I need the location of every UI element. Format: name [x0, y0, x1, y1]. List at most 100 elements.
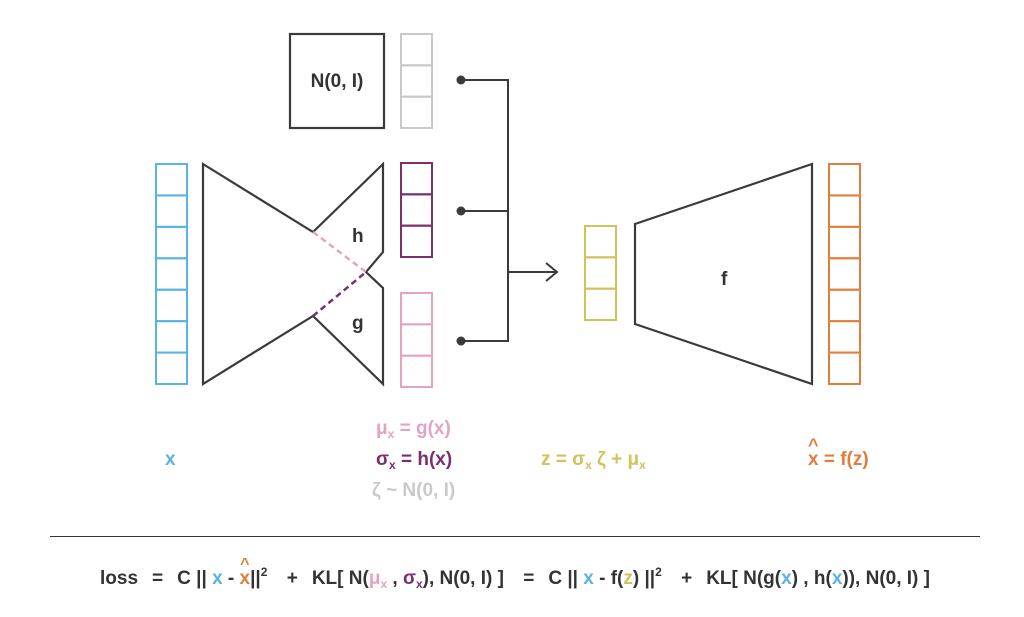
xhat-vector-cell: [828, 288, 861, 323]
output-vector-xhat: [828, 163, 861, 386]
xhat-rhs: = f(z): [818, 449, 869, 470]
x-vector-cell: [155, 163, 188, 197]
label-x: x: [165, 450, 176, 469]
loss-word: loss: [100, 568, 139, 589]
loss-comma-1: ,: [387, 568, 403, 589]
sigma-symbol: σ: [376, 449, 389, 470]
loss-x-2: x: [583, 568, 594, 589]
encoder-branch-line-upper: [312, 231, 367, 273]
sigma-vector-cell: [400, 162, 433, 196]
latent-vector-z: [584, 225, 617, 321]
loss-minus-1: -: [222, 568, 240, 589]
mu-subscript: x: [387, 427, 395, 441]
xhat-vector-cell: [828, 225, 861, 260]
x-vector-cell: [155, 225, 188, 260]
xhat-hat: ^: [808, 435, 819, 455]
loss-x-3: x: [781, 568, 792, 589]
sigma-rhs: = h(x): [395, 449, 453, 470]
loss-sigma: σ: [402, 568, 416, 589]
encoder-branch-line-lower: [312, 271, 367, 317]
x-vector-cell: [155, 194, 188, 228]
decoder-shape: [633, 162, 814, 386]
xhat-vector-cell: [828, 194, 861, 228]
xhat-vector-cell: [828, 257, 861, 291]
loss-norm-close-1: ||: [250, 568, 261, 589]
label-z-equation: z = σx ζ + μx: [541, 450, 646, 471]
mu-rhs: = g(x): [394, 418, 451, 439]
z-mid: ζ + μ: [591, 449, 640, 470]
xhat-vector-cell: [828, 351, 861, 386]
loss-plus-2: +: [681, 568, 693, 589]
loss-plus-1: +: [286, 568, 298, 589]
loss-kl-close-1: ), N(0, I) ]: [422, 568, 504, 589]
z-lhs: z = σ: [541, 449, 586, 470]
loss-xhat-var: x: [239, 568, 251, 589]
loss-xhat: ^x: [239, 557, 251, 589]
loss-eq-1: =: [152, 568, 164, 589]
arrow-head: [545, 262, 559, 282]
mu-vector-cell: [400, 354, 433, 388]
input-vector-x: [155, 163, 188, 386]
label-xhat-equation: ^x = f(z): [808, 436, 869, 470]
loss-formula: loss=C || x - ^x||2 +KL[ N(μx , σx), N(0…: [50, 557, 980, 591]
loss-mu-sub: x: [380, 577, 388, 591]
loss-z: z: [623, 568, 633, 589]
x-vector-cell: [155, 257, 188, 291]
h-network-label: h: [352, 226, 364, 247]
xhat-vector-cell: [828, 163, 861, 197]
noise-box-label: N(0, I): [311, 71, 364, 92]
zeta-vector-cell: [400, 64, 433, 98]
loss-sigma-sub: x: [415, 577, 423, 591]
loss-x-1: x: [212, 568, 223, 589]
loss-mu: μ: [368, 568, 381, 589]
mu-vector-cell: [400, 323, 433, 357]
xhat-vector-cell: [828, 320, 861, 354]
z-vector-cell: [584, 287, 617, 321]
mu-vector-cell: [400, 292, 433, 326]
f-network-label: f: [721, 269, 728, 290]
mu-vector: [400, 292, 433, 388]
loss-f-open: - f(: [593, 568, 624, 589]
z-vector-cell: [584, 225, 617, 259]
zeta-equation-text: ζ ~ N(0, I): [372, 480, 456, 501]
g-network-label: g: [352, 313, 364, 334]
sigma-vector-cell: [400, 193, 433, 227]
z-sub1: x: [585, 458, 592, 472]
loss-kl-open-1: KL[ N(: [311, 568, 369, 589]
x-vector-cell: [155, 351, 188, 386]
loss-eq-2: =: [523, 568, 535, 589]
loss-xhat-hat: ^: [240, 556, 250, 573]
zeta-vector-cell: [400, 33, 433, 67]
loss-c-1: C ||: [177, 568, 207, 589]
sigma-subscript: x: [389, 458, 396, 472]
zeta-vector-cell: [400, 95, 433, 129]
xhat-symbol: ^x: [808, 436, 819, 470]
loss-sq-1: 2: [260, 565, 268, 579]
noise-box: [288, 32, 386, 130]
sigma-vector-cell: [400, 224, 433, 259]
label-x-text: x: [165, 449, 176, 470]
noise-vector-zeta: [400, 33, 433, 129]
x-vector-cell: [155, 320, 188, 354]
loss-c-2: C ||: [548, 568, 578, 589]
loss-x-4: x: [831, 568, 843, 589]
connector-lines: [456, 75, 559, 346]
loss-kl2-open: KL[ N(g(: [706, 568, 782, 589]
label-zeta-equation: ζ ~ N(0, I): [372, 481, 455, 500]
loss-f-close: ) ||: [632, 568, 656, 589]
z-vector-cell: [584, 256, 617, 290]
z-sub2: x: [639, 458, 646, 472]
loss-kl2-close: )), N(0, I) ]: [842, 568, 930, 589]
mu-symbol: μ: [376, 418, 388, 439]
divider-line: [50, 536, 980, 537]
encoder-shape: [201, 161, 385, 387]
xhat-var: x: [808, 449, 819, 470]
label-mu-equation: μx = g(x): [376, 419, 451, 440]
loss-kl2-mid: ) , h(: [791, 568, 832, 589]
x-vector-cell: [155, 288, 188, 323]
label-sigma-equation: σx = h(x): [376, 450, 452, 471]
loss-sq-2: 2: [655, 565, 662, 579]
sigma-vector: [400, 162, 433, 259]
